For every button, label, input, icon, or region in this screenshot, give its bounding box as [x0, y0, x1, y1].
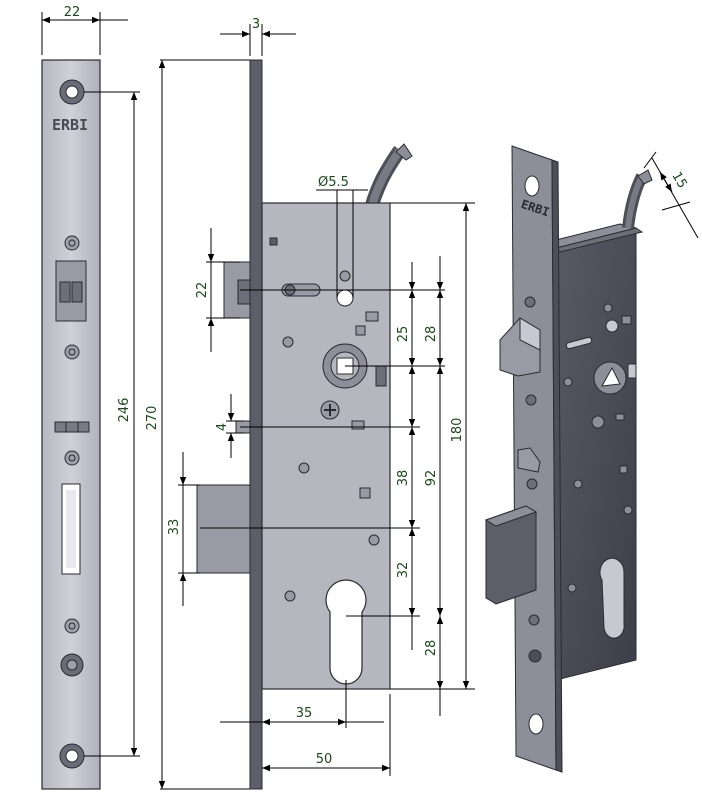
dim-faceplate-thickness: 3 [252, 17, 260, 32]
dim-aux-latch: 4 [215, 423, 230, 431]
dim-cylinder-to-bottom: 28 [424, 640, 439, 657]
dim-latch-to-follower-center: 28 [424, 326, 439, 343]
dim-latch-height: 22 [195, 282, 210, 299]
screw [64, 618, 80, 634]
dim-wire-hole-diameter: Ø5.5 [318, 175, 349, 190]
dim-case-height: 180 [450, 418, 465, 443]
cylinder-cutout [325, 579, 367, 685]
iso-top-hole [524, 175, 540, 197]
dim-case-depth: 50 [316, 752, 333, 767]
dim-latch-to-follower: 25 [396, 326, 411, 343]
brand-logo-faceplate: ERBI [52, 116, 88, 134]
iso-cylinder-cutout [599, 557, 625, 639]
dim-hole-spacing: 246 [117, 398, 132, 423]
dim-deadbolt-height: 33 [167, 519, 182, 536]
faceplate-front-view: ERBI 22 246 [41, 5, 250, 790]
lock-side-view: 3 Ø5.5 22 4 33 [167, 17, 475, 790]
lock-case [261, 202, 391, 690]
iso-aux-latch [517, 447, 541, 473]
deadbolt-side [196, 484, 251, 574]
lock-isometric-view: ERBI 15 [484, 145, 699, 773]
iso-bottom-hole [528, 713, 544, 735]
screw [64, 344, 80, 360]
dim-follower-to-aux: 38 [396, 470, 411, 487]
dim-follower-to-cylinder: 92 [424, 470, 439, 487]
auxiliary-latch [54, 421, 90, 433]
dim-faceplate-width: 22 [64, 5, 81, 20]
dim-backset: 35 [296, 706, 313, 721]
screw [64, 235, 80, 251]
dim-overall-height: 270 [145, 406, 160, 431]
wire-hole [336, 289, 354, 307]
screw [64, 450, 80, 466]
dim-deadbolt-to-cylinder: 32 [396, 562, 411, 579]
faceplate-edge [249, 59, 263, 790]
dim-cable-diameter: 15 [668, 169, 689, 191]
